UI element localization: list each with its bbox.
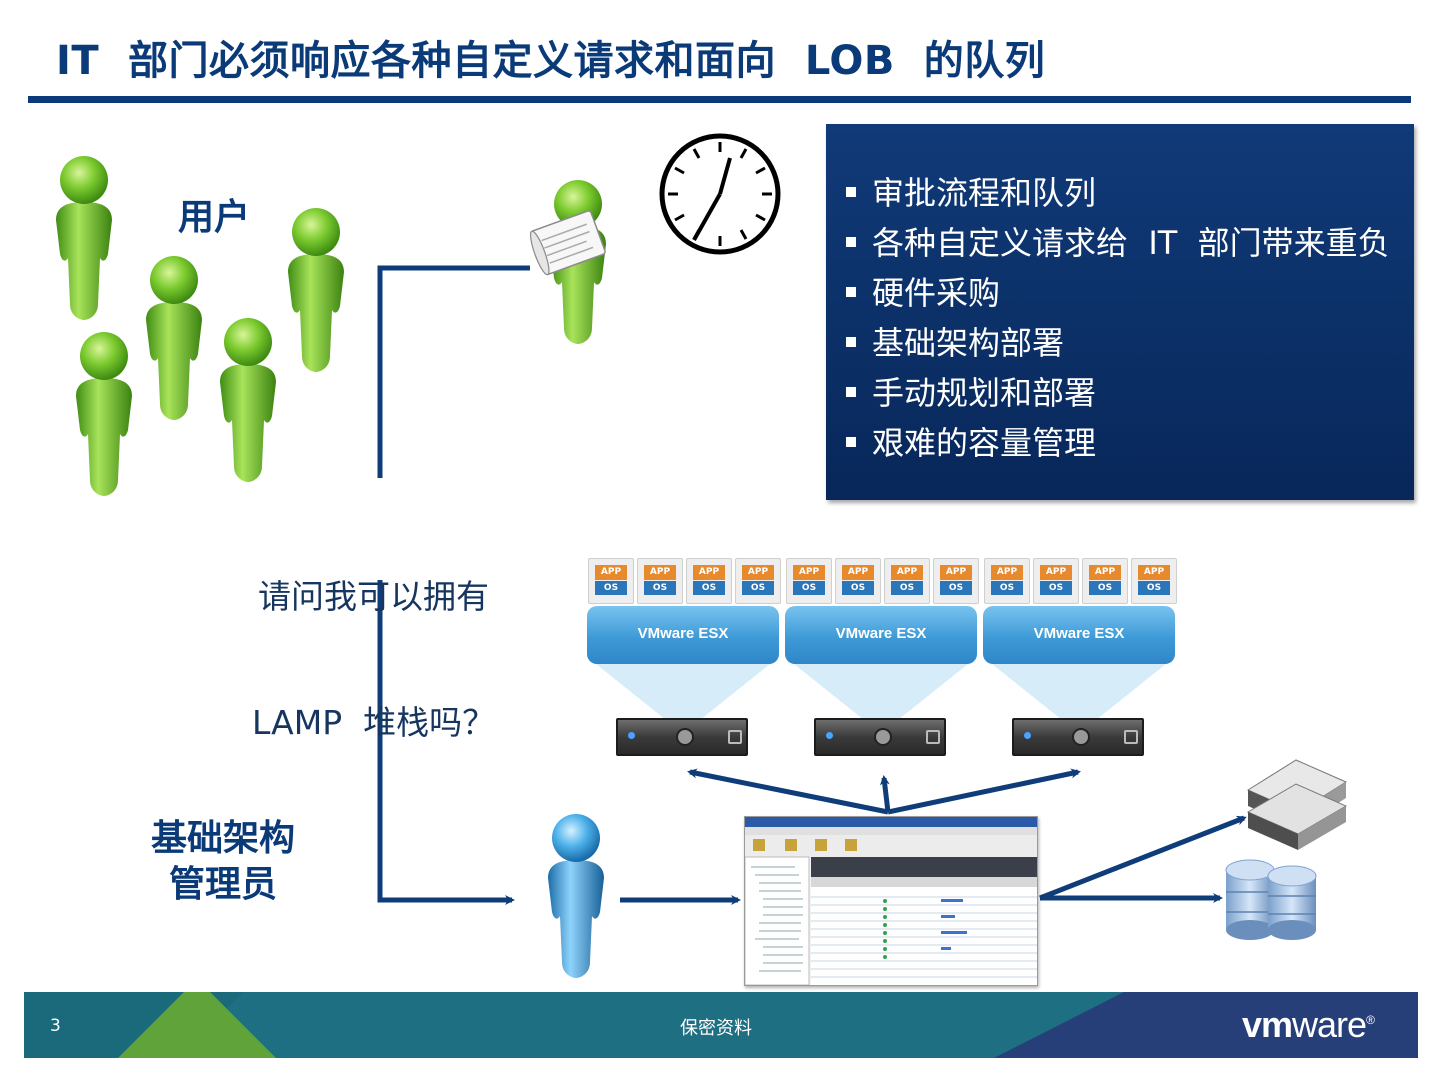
server-icon bbox=[814, 718, 946, 756]
admin-label: 基础架构 管理员 bbox=[138, 816, 308, 908]
logo-mark: ® bbox=[1366, 1013, 1375, 1027]
os-label: OS bbox=[595, 581, 627, 595]
console-to-resources-arrows bbox=[1039, 815, 1247, 903]
pain-point-item: 艰难的容量管理 bbox=[844, 418, 1414, 468]
users-label: 用户 bbox=[178, 197, 251, 238]
title-rule bbox=[28, 96, 1411, 103]
user-green-icon bbox=[220, 318, 276, 482]
esx-host-bar: VMware ESX bbox=[587, 606, 779, 664]
os-label: OS bbox=[1138, 581, 1170, 595]
request-question: 请问我可以拥有 LAMP 堆栈吗？ bbox=[252, 492, 495, 786]
os-label: OS bbox=[693, 581, 725, 595]
console-to-servers-arrows bbox=[687, 768, 1081, 815]
pain-point-item: 基础架构部署 bbox=[844, 318, 1414, 368]
user-green-icon bbox=[146, 256, 202, 420]
os-label: OS bbox=[644, 581, 676, 595]
app-label: APP bbox=[742, 565, 774, 580]
pain-points-list: 审批流程和队列 各种自定义请求给 IT 部门带来重负 硬件采购 基础架构部署 手… bbox=[826, 124, 1414, 468]
os-label: OS bbox=[940, 581, 972, 595]
app-label: APP bbox=[644, 565, 676, 580]
pain-point-item: 手动规划和部署 bbox=[844, 368, 1414, 418]
admin-label-line1: 基础架构 bbox=[150, 818, 295, 859]
network-switch-icon bbox=[1246, 759, 1348, 850]
user-green-icon bbox=[288, 208, 344, 372]
esx-host-bar: VMware ESX bbox=[983, 606, 1175, 664]
os-label: OS bbox=[742, 581, 774, 595]
page-number: 3 bbox=[50, 1016, 61, 1036]
request-connector bbox=[377, 265, 530, 905]
app-label: APP bbox=[991, 565, 1023, 580]
pain-points-box: 审批流程和队列 各种自定义请求给 IT 部门带来重负 硬件采购 基础架构部署 手… bbox=[826, 124, 1414, 500]
user-blue-icon bbox=[548, 814, 604, 978]
app-label: APP bbox=[595, 565, 627, 580]
confidential-label: 保密资料 bbox=[680, 1018, 752, 1039]
app-label: APP bbox=[842, 565, 874, 580]
os-label: OS bbox=[1040, 581, 1072, 595]
admin-label-line2: 管理员 bbox=[168, 864, 277, 905]
app-label: APP bbox=[891, 565, 923, 580]
app-label: APP bbox=[693, 565, 725, 580]
database-icon bbox=[1225, 859, 1317, 940]
slide-title: IT 部门必须响应各种自定义请求和面向 LOB 的队列 bbox=[56, 38, 1046, 84]
app-label: APP bbox=[1089, 565, 1121, 580]
management-console-screenshot bbox=[744, 816, 1038, 986]
user-green-icon bbox=[56, 156, 112, 320]
pain-point-item: 硬件采购 bbox=[844, 268, 1414, 318]
question-line1: 请问我可以拥有 bbox=[258, 577, 490, 616]
logo-vm: vm bbox=[1242, 1004, 1293, 1045]
clock-icon bbox=[659, 133, 781, 255]
footer-decoration bbox=[24, 992, 1418, 1058]
question-line2: LAMP 堆栈吗？ bbox=[252, 703, 496, 742]
app-label: APP bbox=[940, 565, 972, 580]
app-label: APP bbox=[793, 565, 825, 580]
logo-ware: ware bbox=[1292, 1004, 1367, 1045]
os-label: OS bbox=[991, 581, 1023, 595]
app-label: APP bbox=[1138, 565, 1170, 580]
user-scroll-icon bbox=[529, 180, 606, 344]
os-label: OS bbox=[1089, 581, 1121, 595]
server-icon bbox=[616, 718, 748, 756]
server-icon bbox=[1012, 718, 1144, 756]
footer-bar bbox=[24, 992, 1418, 1058]
os-label: OS bbox=[793, 581, 825, 595]
vmware-logo: vmware® bbox=[1242, 1004, 1375, 1046]
esx-host-bar: VMware ESX bbox=[785, 606, 977, 664]
pain-point-item: 审批流程和队列 bbox=[844, 168, 1414, 218]
os-label: OS bbox=[891, 581, 923, 595]
pain-point-item: 各种自定义请求给 IT 部门带来重负 bbox=[844, 218, 1414, 268]
esx-beams bbox=[596, 664, 1166, 720]
os-label: OS bbox=[842, 581, 874, 595]
user-green-icon bbox=[76, 332, 132, 496]
console-thumbnail bbox=[745, 817, 1037, 985]
app-label: APP bbox=[1040, 565, 1072, 580]
